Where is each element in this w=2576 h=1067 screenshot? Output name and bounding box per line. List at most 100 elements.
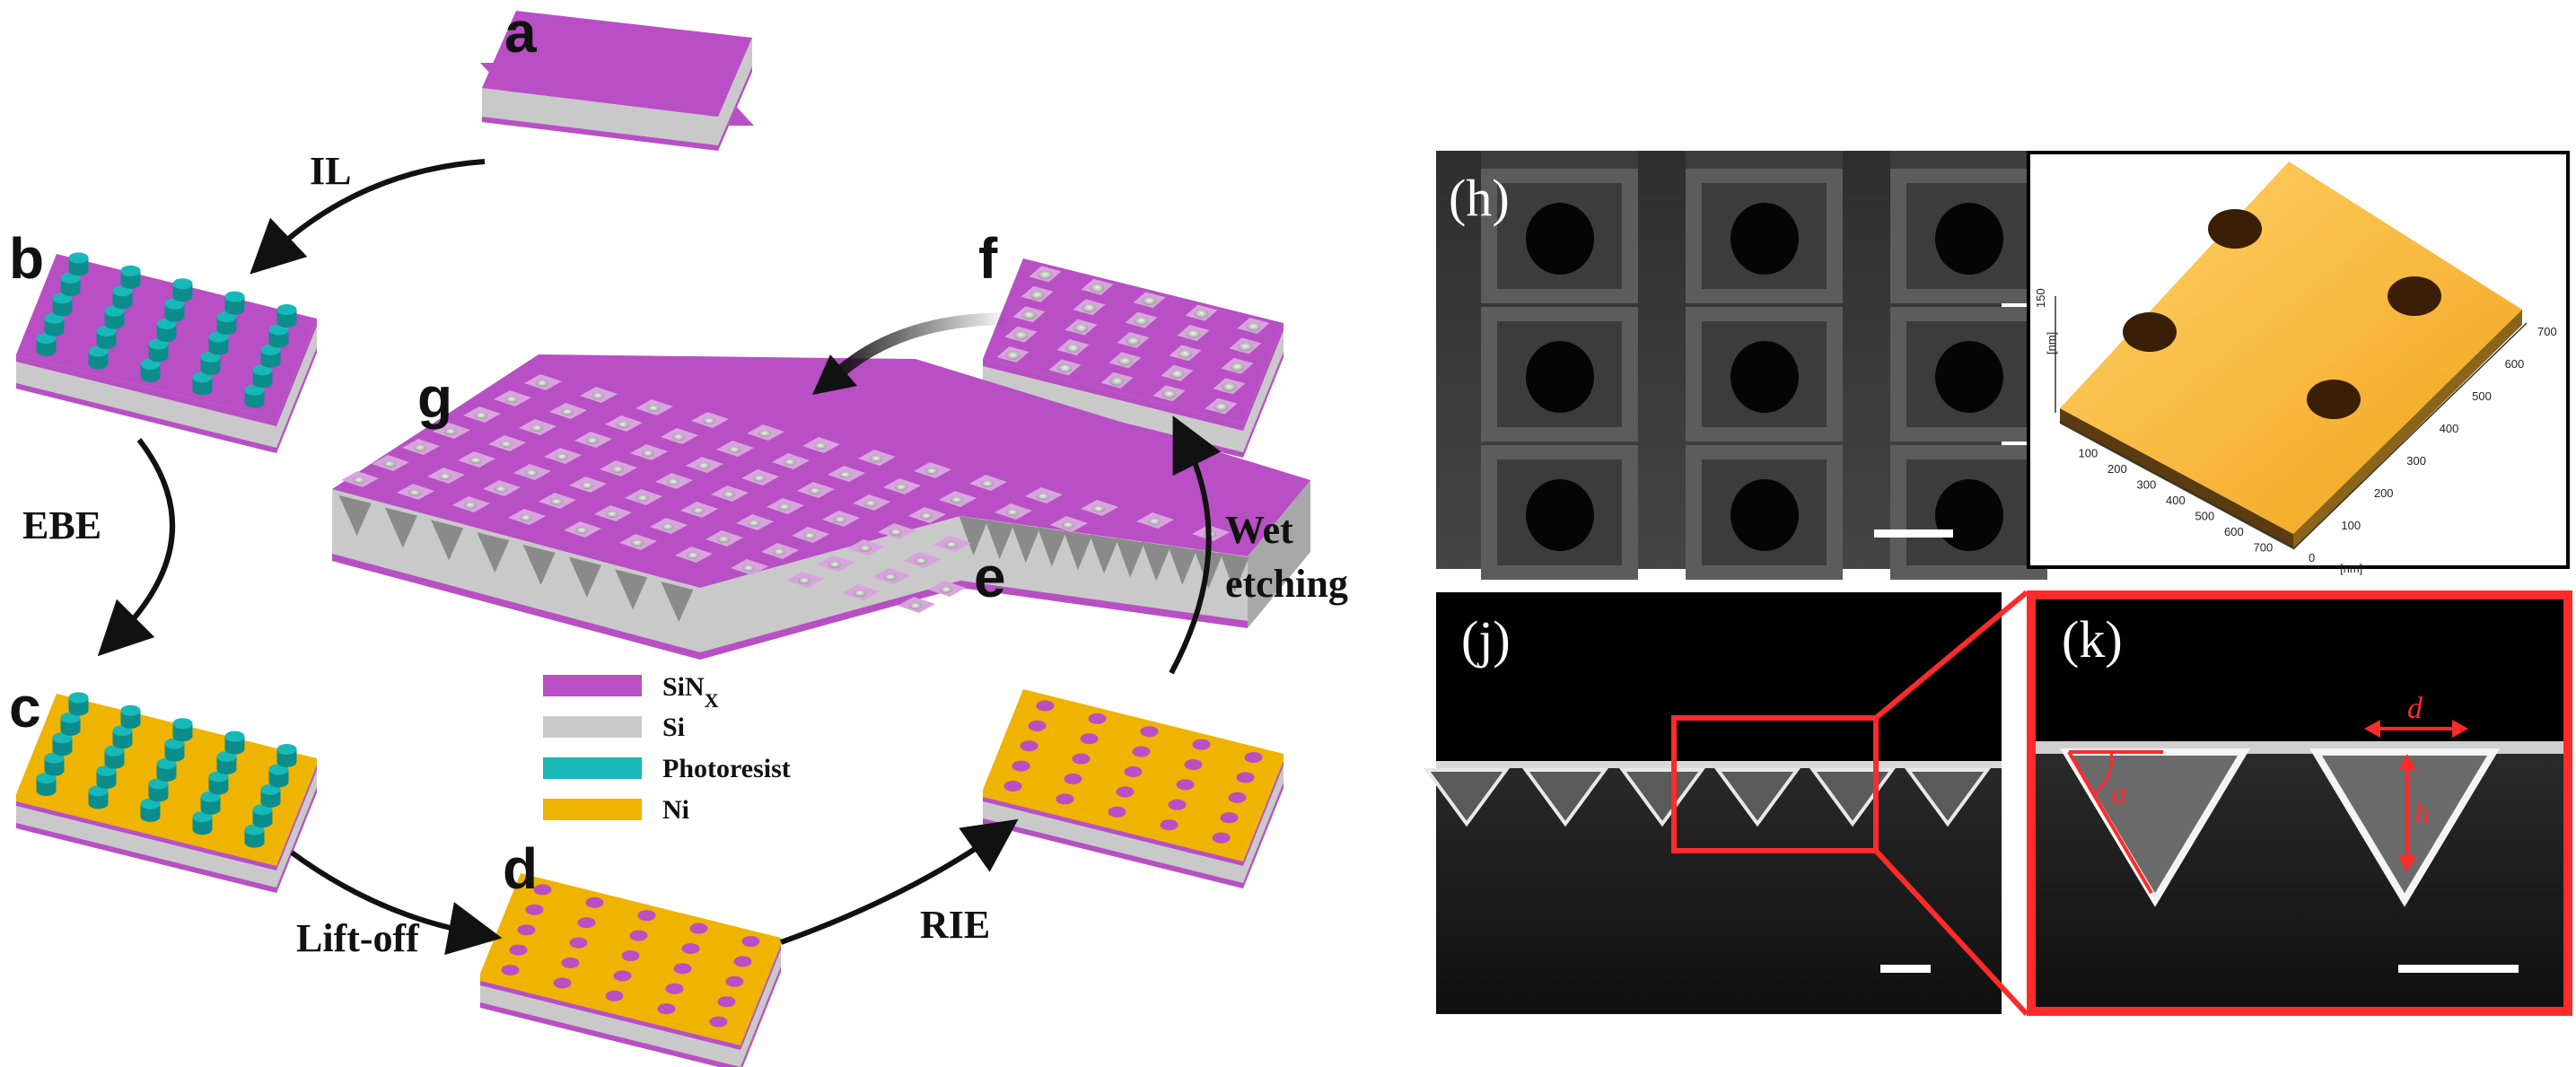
slab-c: [16, 692, 317, 893]
sem-top-view: (h): [1436, 151, 2047, 580]
afm-x-tick: 500: [2195, 510, 2215, 523]
panel-letter-d: d: [503, 836, 538, 901]
afm-x-tick: 600: [2224, 525, 2244, 538]
sem-hole: [1730, 203, 1799, 275]
arrow-ebe: [97, 438, 175, 657]
legend-swatch-sinx: [543, 675, 642, 696]
step-label-wet: Wet: [1225, 508, 1293, 552]
panel-letter-e: e: [974, 545, 1006, 609]
image-label-k: (k): [2062, 610, 2123, 669]
afm-x-tick: 300: [2137, 478, 2157, 492]
cross-triangle: [1424, 768, 1510, 827]
sem-hole: [1935, 479, 2003, 551]
arrow-liftoff: [290, 850, 503, 956]
sem-hole: [1526, 341, 1594, 413]
afm-y-tick: 200: [2374, 486, 2394, 500]
afm-x-ticks: 100 200 300 400 500 600 700: [2079, 447, 2274, 555]
afm-y-tick: 100: [2341, 519, 2361, 532]
afm-x-tick: 700: [2254, 541, 2274, 555]
panel-letter-b: b: [9, 226, 44, 291]
image-label-h: (h): [1449, 169, 1510, 227]
symbol-h: h: [2414, 797, 2430, 830]
slab-g: [332, 354, 1310, 660]
afm-y-ticks: 0 100 200 300 400 500 600 700: [2309, 325, 2557, 564]
h-arrow-head-top: [2398, 754, 2416, 770]
cross-triangle: [1809, 768, 1896, 827]
afm-y-tick: 500: [2472, 389, 2492, 403]
afm-3d-view: [nm] 150 100 200 300 400 500 600 700 0 100 200 30…: [2027, 151, 2570, 575]
legend: SiNX Si Photoresist Ni: [543, 672, 791, 825]
cross-triangles: [1424, 768, 1991, 827]
zoom-line-top: [1874, 590, 2028, 721]
sem-hole: [1526, 203, 1594, 275]
arrow-il: [250, 159, 486, 275]
step-label-liftoff: Lift-off: [296, 916, 420, 960]
arrow-rie: [779, 818, 1019, 945]
legend-sub-sinx: X: [705, 689, 719, 712]
afm-x-tick: 200: [2107, 462, 2127, 476]
slab-d: [480, 873, 781, 1067]
afm-hole-1: [2208, 209, 2262, 249]
sem-hole: [1730, 479, 1799, 551]
afm-z-label: [nm]: [2045, 332, 2058, 354]
sem-hole: [1526, 479, 1594, 551]
afm-z-tick: 150: [2034, 288, 2047, 308]
symbol-d: d: [2407, 692, 2423, 725]
cross-triangle: [1522, 768, 1608, 827]
sem-cross-section: (j): [1424, 592, 2002, 1014]
zoom-box-j: [1671, 715, 1879, 853]
afm-x-tick: 100: [2079, 447, 2098, 460]
cross-triangle: [1619, 768, 1705, 827]
slab-group: [16, 11, 1284, 1067]
afm-y-tick: 600: [2505, 357, 2525, 371]
panel-letter-c: c: [9, 675, 41, 739]
d-arrow-head-left: [2364, 720, 2380, 738]
zoom-frame: [2027, 590, 2572, 1016]
scale-bar-k: [2398, 965, 2519, 973]
svg-text:SiNX: SiNX: [662, 672, 719, 712]
panel-letter-g: g: [417, 365, 452, 430]
legend-swatch-si: [543, 716, 642, 738]
legend-swatch-photoresist: [543, 757, 642, 779]
afm-x-tick: 400: [2166, 494, 2186, 507]
afm-hole-4: [2307, 380, 2361, 419]
slab-e: [983, 689, 1284, 888]
afm-y-tick: 400: [2440, 422, 2459, 435]
scale-bar-h: [1874, 529, 1953, 538]
legend-label-ni: Ni: [662, 795, 689, 825]
sem-zoomed: α d h (k): [2027, 590, 2572, 1016]
arrow-f-to-g-head: [812, 354, 857, 395]
arrow-wet-etching: [1169, 415, 1222, 675]
legend-label-sinx: SiN: [662, 672, 705, 702]
afm-hole-3: [2388, 276, 2441, 316]
step-label-ebe: EBE: [22, 503, 101, 547]
afm-surface: [2060, 162, 2522, 534]
sem-hole: [1935, 203, 2003, 275]
image-label-i: (i): [2062, 169, 2111, 227]
cross-triangle: [1714, 768, 1801, 827]
zoom-line-bottom: [1873, 848, 2029, 1017]
sem-hole-grid: [1481, 151, 2047, 580]
afm-y-tick: 0: [2309, 551, 2315, 564]
cross-triangle: [1905, 768, 1991, 827]
afm-y-unit: [nm]: [2340, 562, 2362, 575]
step-label-il: IL: [310, 149, 351, 193]
legend-label-si: Si: [662, 713, 685, 742]
panel-letter-a: a: [504, 0, 537, 65]
h-arrow-head-bottom: [2398, 856, 2416, 872]
sem-hole: [1730, 341, 1799, 413]
slab-a-drawn: [482, 11, 752, 151]
image-label-j: (j): [1461, 610, 1511, 669]
sem-hole: [1935, 341, 2003, 413]
panel-letter-f: f: [978, 226, 998, 291]
afm-y-tick: 700: [2537, 325, 2557, 338]
afm-hole-2: [2123, 312, 2177, 352]
legend-swatch-ni: [543, 799, 642, 820]
legend-label-photoresist: Photoresist: [662, 754, 791, 783]
slab-b: [16, 252, 317, 453]
alpha-line-side: [2067, 750, 2153, 895]
afm-y-tick: 300: [2406, 454, 2426, 468]
step-label-rie: RIE: [920, 903, 990, 947]
symbol-alpha: α: [2111, 777, 2128, 810]
